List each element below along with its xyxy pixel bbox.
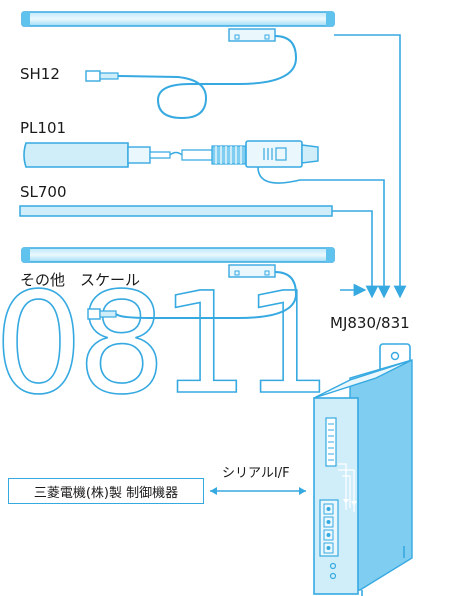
- serial-link-arrow: [210, 487, 306, 495]
- serial-if-label: シリアルI/F: [222, 466, 290, 481]
- sh12-line: [334, 34, 407, 299]
- sh12-label: SH12: [20, 65, 60, 83]
- mj830-label: MJ830/831: [330, 314, 410, 332]
- other-cable: [115, 271, 298, 319]
- sh12-cable: [117, 35, 298, 120]
- sh12-scale-bar: [21, 11, 335, 27]
- sl700-label: SL700: [20, 183, 67, 201]
- mitsubishi-equipment-box: 三菱電機(株)製 制御機器: [8, 478, 204, 504]
- other-connector: [87, 308, 117, 320]
- watermark-text: 0811: [0, 263, 326, 426]
- mitsubishi-equipment-label: 三菱電機(株)製 制御機器: [33, 485, 179, 501]
- watermark: 0811: [0, 262, 333, 427]
- sl700-line: [332, 210, 379, 299]
- other-reading-head: [228, 264, 276, 278]
- sl700-scale-bar: [19, 205, 333, 217]
- sh12-connector: [85, 70, 119, 82]
- pl101-cable: [257, 166, 391, 299]
- pl101-probe: [23, 140, 391, 299]
- mj830-device: [313, 343, 413, 596]
- sh12-reading-head: [228, 28, 276, 42]
- other-scale-bar: [21, 247, 335, 263]
- pl101-label: PL101: [20, 119, 67, 137]
- other-scale-label: その他 スケール: [20, 271, 141, 289]
